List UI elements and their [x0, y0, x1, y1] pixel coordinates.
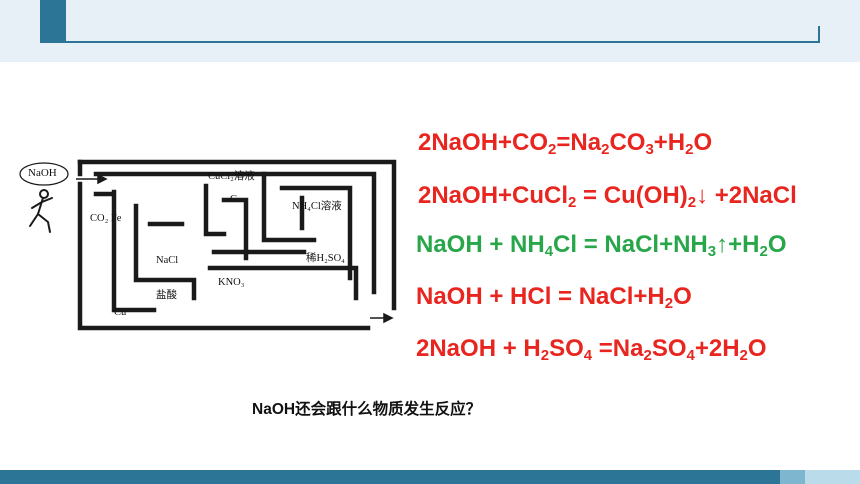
maze-label-nacl: NaCl	[156, 255, 179, 266]
maze-label-cu: Cu	[114, 307, 127, 318]
maze-label-c: C	[230, 194, 238, 205]
maze-label-nh4cl: NH₄Cl溶液	[292, 201, 342, 212]
question-text: NaOH还会跟什么物质发生反应？	[252, 401, 482, 418]
maze-start-label: NaOH	[28, 167, 57, 179]
equation-naoh-hcl: NaOH + HCl = NaCl+H2O	[416, 283, 692, 312]
equation-naoh-co2: 2NaOH+CO2=Na2CO3+H2O	[418, 129, 713, 158]
maze-label-kno3: KNO₃	[218, 277, 245, 288]
header-accent	[40, 0, 66, 42]
header-line	[40, 41, 820, 43]
runner-figure	[19, 162, 69, 233]
maze-lines	[19, 159, 397, 331]
equation-naoh-h2so4: 2NaOH + H2SO4 =Na2SO4+2H2O	[416, 335, 767, 364]
maze-label-cucl2: CuCl₂溶液	[208, 171, 255, 182]
footer-band	[0, 470, 860, 484]
header-band	[0, 0, 860, 62]
maze-diagram: NaOH CuCl₂溶液 C NH₄Cl溶液 CO₂ Fe NaCl 稀H₂SO…	[14, 148, 400, 344]
maze-label-hcl: 盐酸	[156, 290, 177, 301]
maze-label-co2-fe: CO₂ Fe	[90, 213, 122, 224]
footer-accent-lighter	[805, 470, 860, 484]
equation-naoh-cucl2: 2NaOH+CuCl2 = Cu(OH)2↓ +2NaCl	[418, 182, 797, 211]
equation-naoh-nh4cl: NaOH + NH4Cl = NaCl+NH3↑+H2O	[416, 231, 787, 260]
maze-label-h2so4: 稀H₂SO₄	[306, 253, 345, 264]
header-corner	[818, 26, 820, 43]
